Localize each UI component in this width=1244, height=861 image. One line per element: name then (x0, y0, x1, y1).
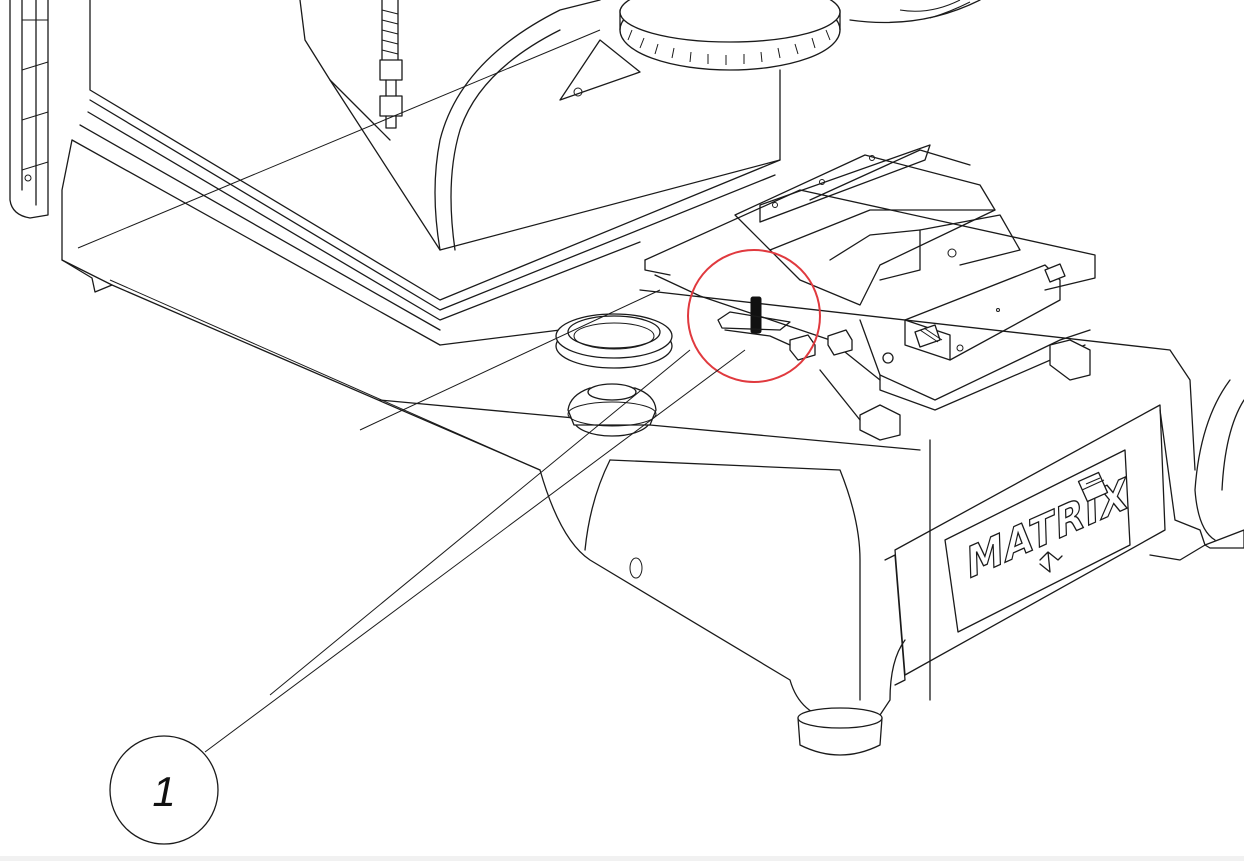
machine-column (299, 0, 981, 251)
ring-holder (555, 313, 673, 369)
machine-base (61, 0, 1206, 721)
leader-lines (77, 29, 746, 753)
callout-number: 1 (152, 768, 175, 815)
key-clamp-carriage (644, 144, 1096, 441)
bottom-edge-strip (0, 856, 1244, 861)
nameplate: MATRIX (884, 404, 1166, 686)
logo-icon (1039, 551, 1063, 573)
machine-feet (797, 379, 1244, 756)
callout-1: 1 (109, 735, 219, 845)
cup-holder (567, 383, 657, 437)
highlight-circle (687, 249, 821, 383)
stop-pin (717, 296, 791, 346)
left-side-panel (9, 0, 49, 219)
